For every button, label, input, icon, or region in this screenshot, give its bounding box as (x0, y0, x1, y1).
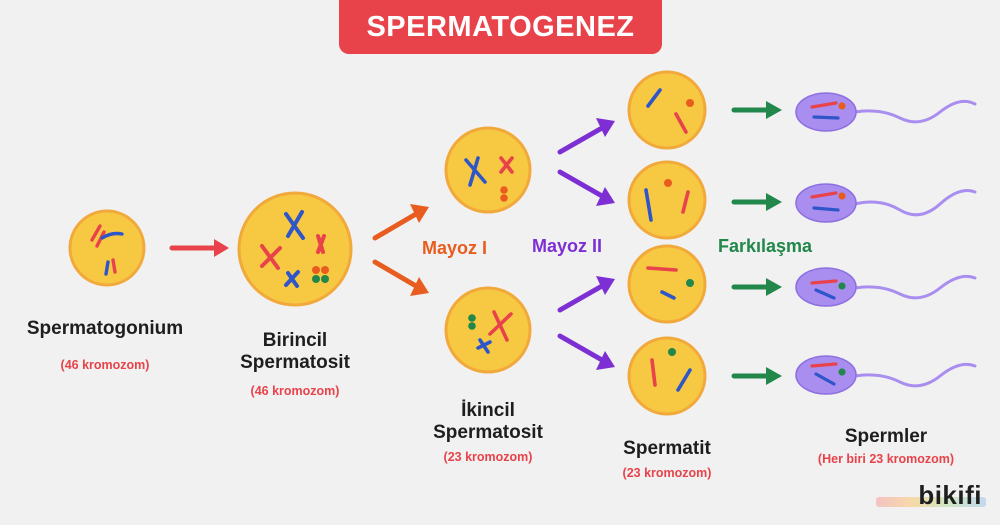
spermatogonium-cell (68, 209, 146, 287)
count-spermatit: (23 kromozom) (622, 466, 712, 480)
label-ikincil-spermatosit: İkincil Spermatosit (433, 400, 543, 443)
stage-mayoz2: Mayoz II (532, 236, 603, 256)
spermatit-cell-1 (627, 70, 707, 150)
arrow-farklilasma-1 (731, 101, 782, 119)
stage-mayoz1: Mayoz I (422, 238, 488, 258)
title-banner: SPERMATOGENEZ (339, 0, 662, 54)
count-birincil-spermatosit: (46 kromozom) (250, 384, 340, 398)
logo-underline (876, 497, 986, 507)
arrow-farklilasma-4 (731, 367, 782, 385)
arrow-mayoz2-bottom-up (557, 276, 615, 313)
spermatit-cell-2 (627, 160, 707, 240)
ikincil-spermatosit-cell-bottom (444, 286, 532, 374)
count-ikincil-spermatosit: (23 kromozom) (443, 450, 533, 464)
spermatit-cell-3 (627, 244, 707, 324)
arrow-mayoz2-top-down (557, 169, 615, 206)
logo: bikifi (918, 480, 982, 510)
arrow-farklilasma-3 (731, 278, 782, 296)
page-title: SPERMATOGENEZ (366, 10, 635, 43)
chromosome (90, 224, 124, 276)
label-spermatit: Spermatit (623, 438, 711, 459)
arrow-mayoz2-bottom-down (557, 333, 615, 370)
stage-farklilasma: Farkılaşma (718, 236, 813, 256)
arrow-mayoz2-top-up (557, 118, 615, 155)
label-spermatogonium: Spermatogonium (26, 318, 184, 339)
ikincil-spermatosit-cell-top (444, 126, 532, 214)
sperm-2 (795, 183, 977, 223)
label-birincil-spermatosit: Birincil Spermatosit (240, 330, 350, 373)
sperm-1 (795, 92, 977, 132)
sperm-3 (795, 267, 977, 307)
count-spermler: (Her biri 23 kromozom) (817, 452, 955, 466)
count-spermatogonium: (46 kromozom) (60, 358, 150, 372)
birincil-spermatosit-cell (237, 191, 353, 307)
label-spermler: Spermler (844, 426, 928, 447)
spermatit-cell-4 (627, 336, 707, 416)
sperm-4 (795, 355, 977, 395)
arrow-farklilasma-2 (731, 193, 782, 211)
arrow-mayoz1-up (372, 204, 429, 241)
arrow-red (169, 239, 229, 257)
arrow-mayoz1-down (372, 259, 429, 296)
